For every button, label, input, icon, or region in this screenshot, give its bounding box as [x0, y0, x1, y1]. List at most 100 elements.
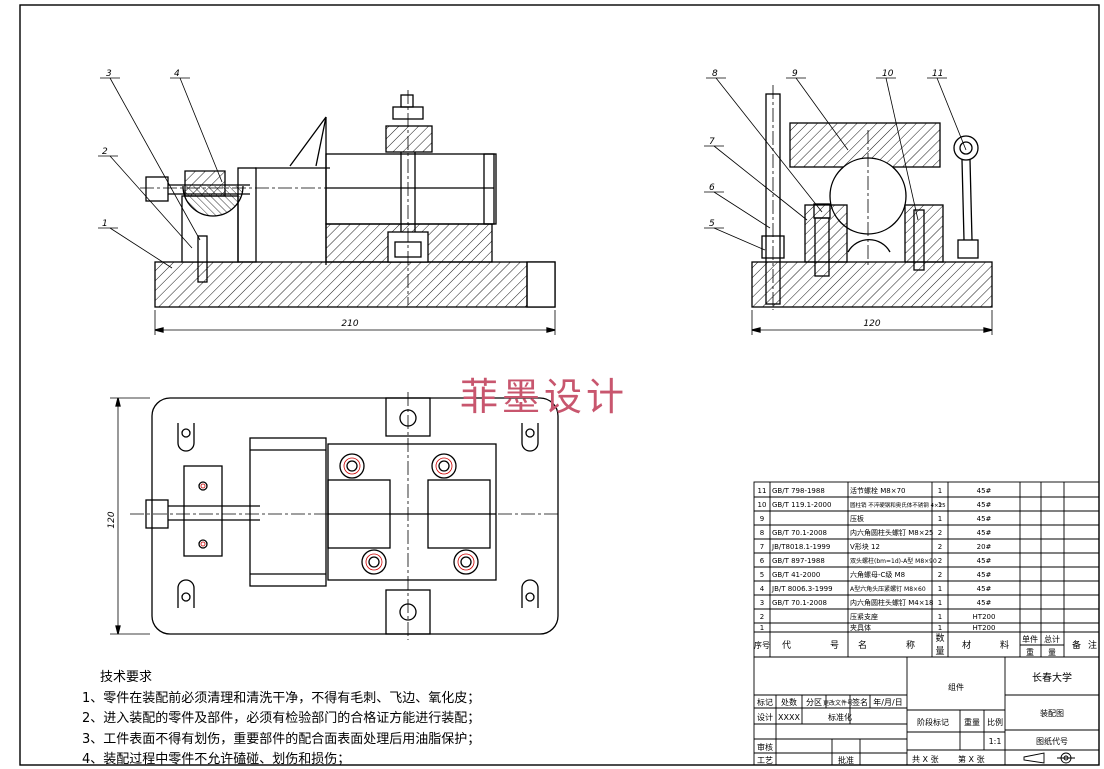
svg-text:45#: 45# — [977, 571, 992, 579]
svg-text:GB/T 897-1988: GB/T 897-1988 — [772, 557, 825, 565]
svg-text:1: 1 — [938, 487, 942, 495]
note-item: 3、工件表面不得有划伤，重要部件的配合面表面处理后用油脂保护； — [82, 731, 481, 747]
svg-text:45#: 45# — [977, 487, 992, 495]
dim-side-width: 120 — [863, 319, 880, 329]
front-view — [98, 77, 556, 335]
svg-text:2: 2 — [938, 543, 942, 551]
svg-text:1: 1 — [938, 624, 942, 632]
bom-rows: 11 GB/T 798-1988 活节螺栓 M8×70 1 45# 10 GB/… — [758, 486, 996, 632]
svg-text:45#: 45# — [977, 599, 992, 607]
title-block — [753, 656, 1100, 766]
svg-text:活节螺栓 M8×70: 活节螺栓 M8×70 — [850, 486, 906, 495]
svg-text:GB/T 41-2000: GB/T 41-2000 — [772, 571, 820, 579]
svg-text:4: 4 — [760, 585, 765, 593]
side-view-labels: 120 8 9 10 11 7 6 5 — [709, 69, 943, 329]
svg-text:11: 11 — [758, 487, 767, 495]
svg-text:6: 6 — [760, 557, 765, 565]
leader-5: 5 — [709, 219, 715, 229]
svg-text:量: 量 — [1048, 648, 1056, 657]
svg-text:压板: 压板 — [850, 514, 864, 523]
svg-text:内六角圆柱头螺钉 M8×25: 内六角圆柱头螺钉 M8×25 — [850, 528, 934, 537]
bom-table — [753, 481, 1100, 658]
projection-symbol — [1023, 752, 1075, 764]
svg-text:1: 1 — [938, 585, 942, 593]
plan-view — [110, 392, 560, 640]
svg-text:XXXX: XXXX — [778, 713, 800, 722]
svg-text:1: 1 — [938, 599, 942, 607]
leader-2: 2 — [102, 147, 108, 157]
svg-text:2: 2 — [760, 613, 764, 621]
svg-text:标记: 标记 — [757, 697, 773, 707]
dim-plan-height: 120 — [107, 511, 117, 528]
svg-text:分区: 分区 — [806, 698, 822, 707]
watermark: 菲墨设计 — [460, 375, 629, 419]
svg-text:45#: 45# — [977, 557, 992, 565]
svg-text:压紧支座: 压紧支座 — [850, 612, 878, 621]
leader-8: 8 — [712, 69, 718, 79]
svg-text:2: 2 — [938, 529, 942, 537]
svg-text:A型六角头压紧螺钉 M8×60: A型六角头压紧螺钉 M8×60 — [850, 585, 926, 593]
svg-text:量: 量 — [935, 646, 944, 657]
svg-text:设计: 设计 — [757, 712, 773, 722]
svg-text:号: 号 — [830, 640, 839, 651]
zujian-label: 组件 — [948, 682, 964, 692]
svg-text:HT200: HT200 — [973, 613, 996, 621]
svg-text:45#: 45# — [977, 529, 992, 537]
svg-text:共 X 张: 共 X 张 — [912, 755, 939, 764]
svg-text:注: 注 — [1088, 639, 1097, 651]
svg-text:数: 数 — [935, 632, 944, 644]
svg-text:签名: 签名 — [852, 697, 868, 707]
technical-requirements: 技术要求 1、零件在装配前必须清理和清洗干净，不得有毛刺、飞边、氧化皮； 2、进… — [82, 668, 480, 769]
svg-text:1: 1 — [938, 501, 942, 509]
drawing-name: 装配图 — [1040, 708, 1064, 718]
svg-text:夹具体: 夹具体 — [850, 623, 871, 632]
svg-text:7: 7 — [760, 543, 764, 551]
svg-text:料: 料 — [1000, 639, 1009, 651]
svg-text:六角螺母-C级 M8: 六角螺母-C级 M8 — [850, 570, 905, 579]
svg-text:比例: 比例 — [987, 717, 1003, 727]
university-name: 长春大学 — [1032, 671, 1072, 684]
svg-text:内六角圆柱头螺钉 M4×18: 内六角圆柱头螺钉 M4×18 — [850, 598, 934, 607]
drawing-code-label: 图纸代号 — [1036, 736, 1068, 746]
svg-text:1: 1 — [938, 515, 942, 523]
note-item: 1、零件在装配前必须清理和清洗干净，不得有毛刺、飞边、氧化皮； — [82, 690, 481, 706]
leader-7: 7 — [709, 137, 715, 147]
leader-4: 4 — [174, 69, 180, 79]
svg-text:圆柱销 不淬硬钢和奥氏体不锈钢 4×25: 圆柱销 不淬硬钢和奥氏体不锈钢 4×25 — [850, 501, 946, 509]
notes-title: 技术要求 — [100, 670, 153, 685]
note-item: 4、装配过程中零件不允许磕碰、划伤和损伤； — [82, 752, 351, 767]
scale-value: 1:1 — [989, 737, 1002, 746]
svg-text:8: 8 — [760, 529, 764, 537]
svg-text:更改文件号: 更改文件号 — [823, 699, 853, 707]
svg-text:审核: 审核 — [757, 742, 773, 752]
svg-text:9: 9 — [760, 515, 764, 523]
svg-text:阶段标记: 阶段标记 — [917, 717, 949, 727]
svg-text:3: 3 — [760, 599, 764, 607]
svg-text:单件: 单件 — [1022, 634, 1038, 644]
svg-text:年/月/日: 年/月/日 — [873, 697, 902, 707]
svg-text:代: 代 — [782, 640, 791, 651]
svg-text:重量: 重量 — [964, 717, 980, 727]
svg-text:序号: 序号 — [754, 640, 770, 650]
note-item: 2、进入装配的零件及部件，必须有检验部门的合格证方能进行装配； — [82, 711, 481, 726]
svg-text:标准化: 标准化 — [828, 712, 852, 722]
svg-text:1: 1 — [760, 624, 764, 632]
svg-text:名: 名 — [858, 639, 867, 651]
svg-text:2: 2 — [938, 571, 942, 579]
leader-1: 1 — [102, 219, 108, 229]
svg-text:45#: 45# — [977, 585, 992, 593]
svg-text:处数: 处数 — [781, 697, 797, 707]
svg-text:10: 10 — [758, 501, 767, 509]
svg-text:GB/T 119.1-2000: GB/T 119.1-2000 — [772, 501, 831, 509]
svg-text:总计: 总计 — [1044, 634, 1060, 644]
svg-text:GB/T 70.1-2008: GB/T 70.1-2008 — [772, 599, 827, 607]
svg-text:20#: 20# — [977, 543, 992, 551]
leader-11: 11 — [932, 69, 943, 79]
svg-text:JB/T 8006.3-1999: JB/T 8006.3-1999 — [771, 585, 833, 593]
svg-text:2: 2 — [938, 557, 942, 565]
front-view-labels: 210 3 4 2 1 — [102, 69, 359, 329]
svg-text:45#: 45# — [977, 515, 992, 523]
svg-text:1: 1 — [938, 613, 942, 621]
svg-text:第 X 张: 第 X 张 — [958, 754, 985, 764]
